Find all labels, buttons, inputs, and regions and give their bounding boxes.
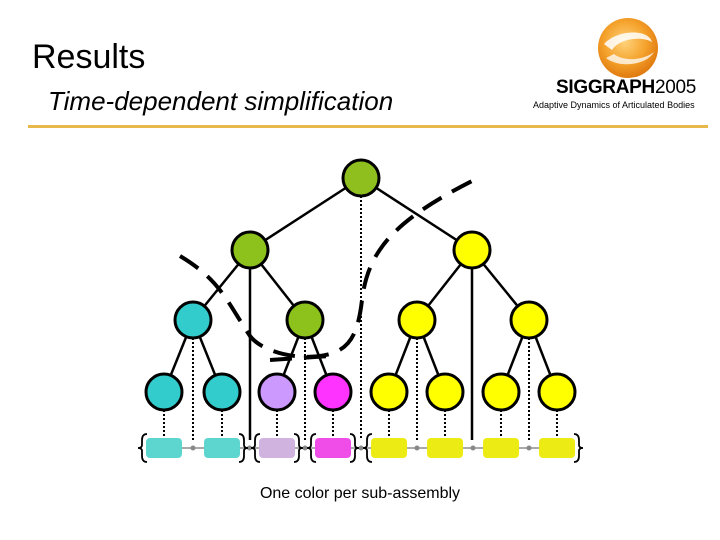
joint-dot xyxy=(358,445,364,451)
body-block xyxy=(427,438,463,458)
joint-dot xyxy=(247,445,252,451)
body-block xyxy=(315,438,351,458)
siggraph-name: SIGGRAPH xyxy=(556,77,655,98)
group-brace-close xyxy=(238,433,249,463)
siggraph-year: 2005 xyxy=(654,77,697,98)
group-braces xyxy=(137,433,584,463)
group-brace-close xyxy=(573,433,584,463)
title-divider xyxy=(28,125,708,128)
tree-node-leaf xyxy=(369,372,409,412)
simplification-cuts xyxy=(178,178,475,362)
tree-node-leaf xyxy=(313,372,353,412)
cut-line-main xyxy=(178,178,475,359)
slide-subtitle: Time-dependent simplification xyxy=(48,86,394,116)
tree-node-leaf xyxy=(257,372,297,412)
body-block xyxy=(259,438,295,458)
tree-nodes xyxy=(144,158,577,412)
edge-root-right xyxy=(360,176,473,252)
group-brace-open xyxy=(137,433,148,463)
tree-node-level1 xyxy=(230,230,270,270)
group-brace-open xyxy=(250,433,261,463)
group-brace-close xyxy=(349,433,360,463)
siggraph-swirl-icon xyxy=(598,18,658,78)
tree-node-leaf xyxy=(425,372,465,412)
joint-dot xyxy=(190,445,196,451)
joint-dot xyxy=(302,445,308,451)
tree-node-leaf xyxy=(144,372,184,412)
diagram-caption: One color per sub-assembly xyxy=(259,485,461,502)
tree-node-level2 xyxy=(397,300,437,340)
tree-node-level2 xyxy=(173,300,213,340)
body-block xyxy=(483,438,519,458)
slide-title: Results xyxy=(32,38,146,76)
tree-node-leaf xyxy=(481,372,521,412)
logo-tagline: Adaptive Dynamics of Articulated Bodies xyxy=(533,100,695,110)
group-brace-open xyxy=(306,433,317,463)
body-block xyxy=(146,438,182,458)
body-block xyxy=(539,438,575,458)
body-block xyxy=(371,438,407,458)
joint-dot xyxy=(414,445,420,451)
group-brace-open xyxy=(362,433,373,463)
group-brace-close xyxy=(293,433,304,463)
tree-node-level1 xyxy=(452,230,492,270)
edge-root-left xyxy=(249,176,362,252)
tree-node-level2 xyxy=(509,300,549,340)
body-block xyxy=(204,438,240,458)
siggraph-logo-text: SIGGRAPH2005 xyxy=(556,78,696,97)
joint-dot xyxy=(470,445,476,451)
tree-node-leaf xyxy=(537,372,577,412)
tree-node-level2 xyxy=(285,300,325,340)
tree-node-root xyxy=(341,158,381,198)
joint-dot xyxy=(526,445,532,451)
body-blocks xyxy=(146,438,575,458)
cut-line-segment xyxy=(269,354,331,362)
tree-node-leaf xyxy=(202,372,242,412)
